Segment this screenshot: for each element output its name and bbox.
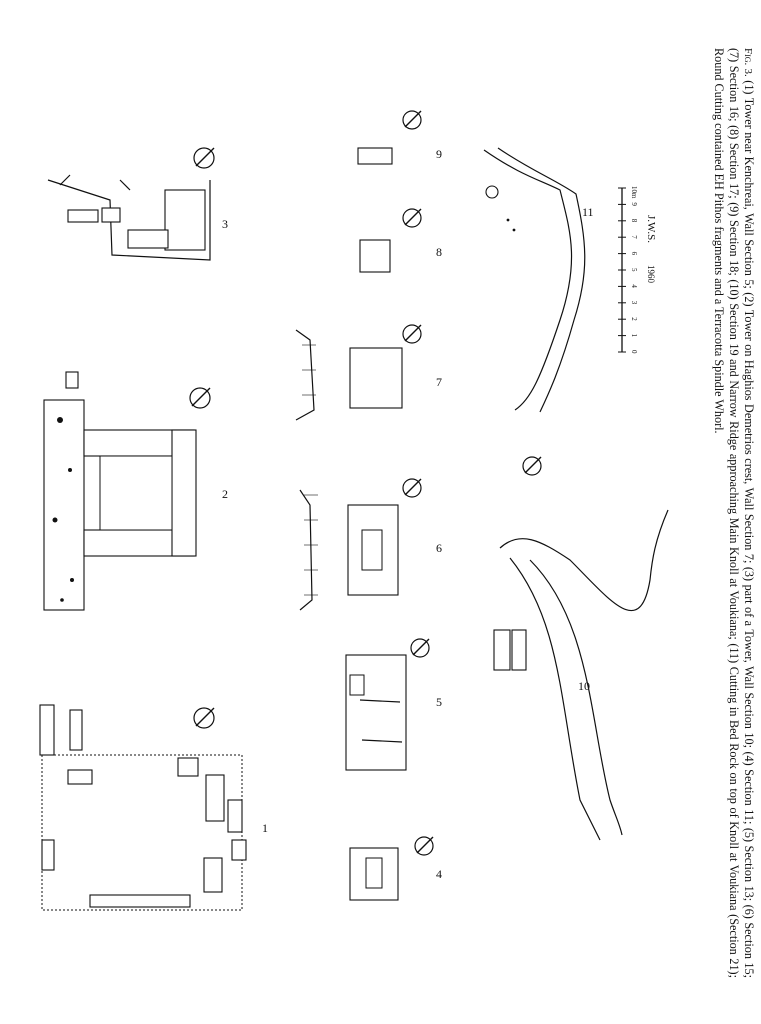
plan-11-drawing	[483, 147, 586, 413]
plan-1-drawing	[39, 704, 247, 911]
scale-year: 1960	[646, 265, 656, 284]
north-arrow-icon	[402, 110, 422, 130]
plan-label-4: 4	[436, 867, 442, 881]
scale-tick-label: 3	[630, 301, 638, 305]
scale-initials: J.W.S.	[645, 215, 657, 243]
north-arrow-icon	[402, 324, 422, 344]
plan-label-10: 10	[578, 679, 590, 693]
plan-label-8: 8	[436, 245, 442, 259]
figure-caption: Fig. 3. (1) Tower near Kenchreai, Wall S…	[676, 48, 756, 978]
north-arrow-icon	[193, 147, 215, 169]
caption-prefix: Fig. 3.	[742, 48, 754, 77]
north-arrow-icon	[402, 208, 422, 228]
scale-tick-label: 8	[630, 219, 638, 223]
plan-2-drawing	[43, 371, 197, 611]
north-arrow-icon	[410, 638, 430, 658]
scale-tick-label: 9	[630, 202, 638, 206]
north-arrow-icon	[522, 456, 542, 476]
scale-tick-label: 1	[630, 334, 638, 338]
north-arrow-icon	[193, 707, 215, 729]
plan-label-3: 3	[222, 217, 228, 231]
north-arrow-icon	[402, 478, 422, 498]
plan-7-drawing	[295, 329, 403, 421]
scale-tick-label: 10m	[630, 186, 638, 199]
plan-label-1: 1	[262, 821, 268, 835]
plan-8-drawing	[359, 239, 391, 273]
plan-label-2: 2	[222, 487, 228, 501]
plan-10-drawing	[493, 509, 669, 841]
plan-5-drawing	[345, 654, 407, 771]
plan-4-drawing	[349, 847, 399, 901]
plan-6-drawing	[299, 489, 399, 611]
scale-tick-label: 6	[630, 252, 638, 256]
scale-tick-label: 5	[630, 268, 638, 272]
plan-label-5: 5	[436, 695, 442, 709]
scale-tick-label: 0	[630, 350, 638, 354]
plan-9-drawing	[357, 147, 393, 165]
plan-label-9: 9	[436, 147, 442, 161]
plan-3-drawing	[47, 174, 211, 261]
scale-bar: 0 1 2 3 4 5 6 7 8 9 10m J.W.S. 1960	[618, 186, 657, 354]
plan-label-11: 11	[582, 205, 594, 219]
scale-tick-label: 7	[630, 235, 638, 239]
plan-label-6: 6	[436, 541, 442, 555]
scale-tick-label: 2	[630, 317, 638, 321]
scale-tick-label: 4	[630, 284, 638, 288]
north-arrow-icon	[189, 387, 211, 409]
caption-text: (1) Tower near Kenchreai, Wall Section 5…	[712, 48, 756, 978]
north-arrow-icon	[414, 836, 434, 856]
plan-label-7: 7	[436, 375, 442, 389]
